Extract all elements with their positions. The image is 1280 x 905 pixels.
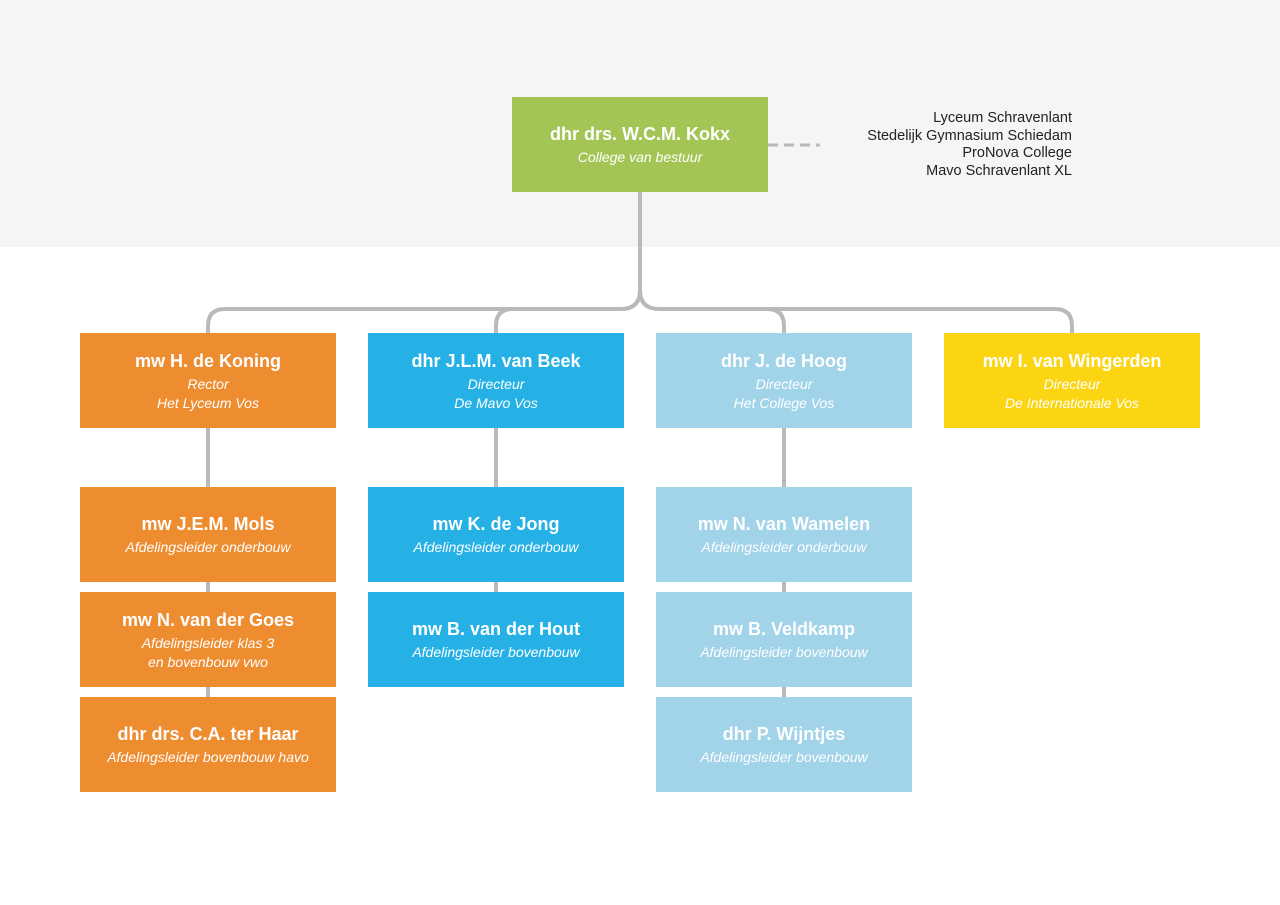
- branch-line-college: [765, 307, 786, 335]
- node-afdelingsleider: mw K. de Jong Afdelingsleider onderbouw: [368, 487, 624, 582]
- node-role: Afdelingsleider bovenbouw havo: [107, 749, 309, 765]
- node-afdelingsleider: mw B. van der Hout Afdelingsleider boven…: [368, 592, 624, 687]
- node-role: Rector: [187, 375, 229, 392]
- school-item: ProNova College: [962, 145, 1072, 161]
- node-name: dhr J. de Hoog: [721, 350, 847, 371]
- node-name: mw H. de Koning: [135, 350, 281, 371]
- node-name: dhr drs. C.A. ter Haar: [117, 724, 299, 744]
- node-name: mw K. de Jong: [432, 514, 560, 534]
- node-name: mw B. van der Hout: [411, 619, 581, 639]
- node-directeur-mavo: dhr J.L.M. van Beek Directeur De Mavo Vo…: [368, 333, 624, 428]
- node-rector-lyceum: mw H. de Koning Rector Het Lyceum Vos: [80, 333, 336, 428]
- school-item: Lyceum Schravenlant: [933, 110, 1072, 126]
- node-school: De Mavo Vos: [454, 394, 538, 411]
- node-name: dhr drs. W.C.M. Kokx: [549, 124, 731, 144]
- root-trunk-line: [206, 190, 642, 335]
- schools-list: Lyceum Schravenlant Stedelijk Gymnasium …: [820, 110, 1072, 180]
- node-role: Afdelingsleider onderbouw: [413, 539, 579, 555]
- node-college-van-bestuur: dhr drs. W.C.M. Kokx College van bestuur: [512, 97, 768, 192]
- node-name: mw I. van Wingerden: [982, 350, 1162, 371]
- school-item: Stedelijk Gymnasium Schiedam: [867, 127, 1072, 144]
- node-name: dhr J.L.M. van Beek: [411, 350, 581, 371]
- node-role: Afdelingsleider onderbouw: [701, 539, 867, 555]
- node-name: mw B. Veldkamp: [712, 619, 856, 639]
- node-directeur-college: dhr J. de Hoog Directeur Het College Vos: [656, 333, 912, 428]
- node-name: dhr P. Wijntjes: [722, 724, 846, 744]
- node-afdelingsleider: mw N. van Wamelen Afdelingsleider onderb…: [656, 487, 912, 582]
- node-afdelingsleider: dhr P. Wijntjes Afdelingsleider bovenbou…: [656, 697, 912, 792]
- node-role: College van bestuur: [577, 149, 703, 165]
- node-school: De Internationale Vos: [1004, 394, 1140, 411]
- node-role: Directeur: [1043, 375, 1101, 392]
- node-role-line2: en bovenbouw vwo: [148, 653, 268, 670]
- node-role: Afdelingsleider bovenbouw: [700, 644, 868, 660]
- node-role: Directeur: [467, 375, 525, 392]
- node-afdelingsleider: mw N. van der Goes Afdelingsleider klas …: [80, 592, 336, 687]
- node-name: mw N. van der Goes: [121, 609, 295, 630]
- node-role: Directeur: [755, 375, 813, 392]
- root-trunk-line-right: [638, 288, 1074, 335]
- node-name: mw N. van Wamelen: [697, 514, 871, 534]
- node-afdelingsleider: dhr drs. C.A. ter Haar Afdelingsleider b…: [80, 697, 336, 792]
- node-name: mw J.E.M. Mols: [141, 514, 275, 534]
- node-afdelingsleider: mw J.E.M. Mols Afdelingsleider onderbouw: [80, 487, 336, 582]
- node-role: Afdelingsleider bovenbouw: [412, 644, 580, 660]
- node-school: Het College Vos: [733, 394, 835, 411]
- node-role: Afdelingsleider klas 3: [141, 634, 275, 651]
- node-directeur-internationale: mw I. van Wingerden Directeur De Interna…: [944, 333, 1200, 428]
- node-afdelingsleider: mw B. Veldkamp Afdelingsleider bovenbouw: [656, 592, 912, 687]
- node-role: Afdelingsleider onderbouw: [125, 539, 291, 555]
- branch-line-mavo: [494, 307, 515, 335]
- node-role: Afdelingsleider bovenbouw: [700, 749, 868, 765]
- node-school: Het Lyceum Vos: [157, 394, 259, 411]
- school-item: Mavo Schravenlant XL: [926, 162, 1072, 179]
